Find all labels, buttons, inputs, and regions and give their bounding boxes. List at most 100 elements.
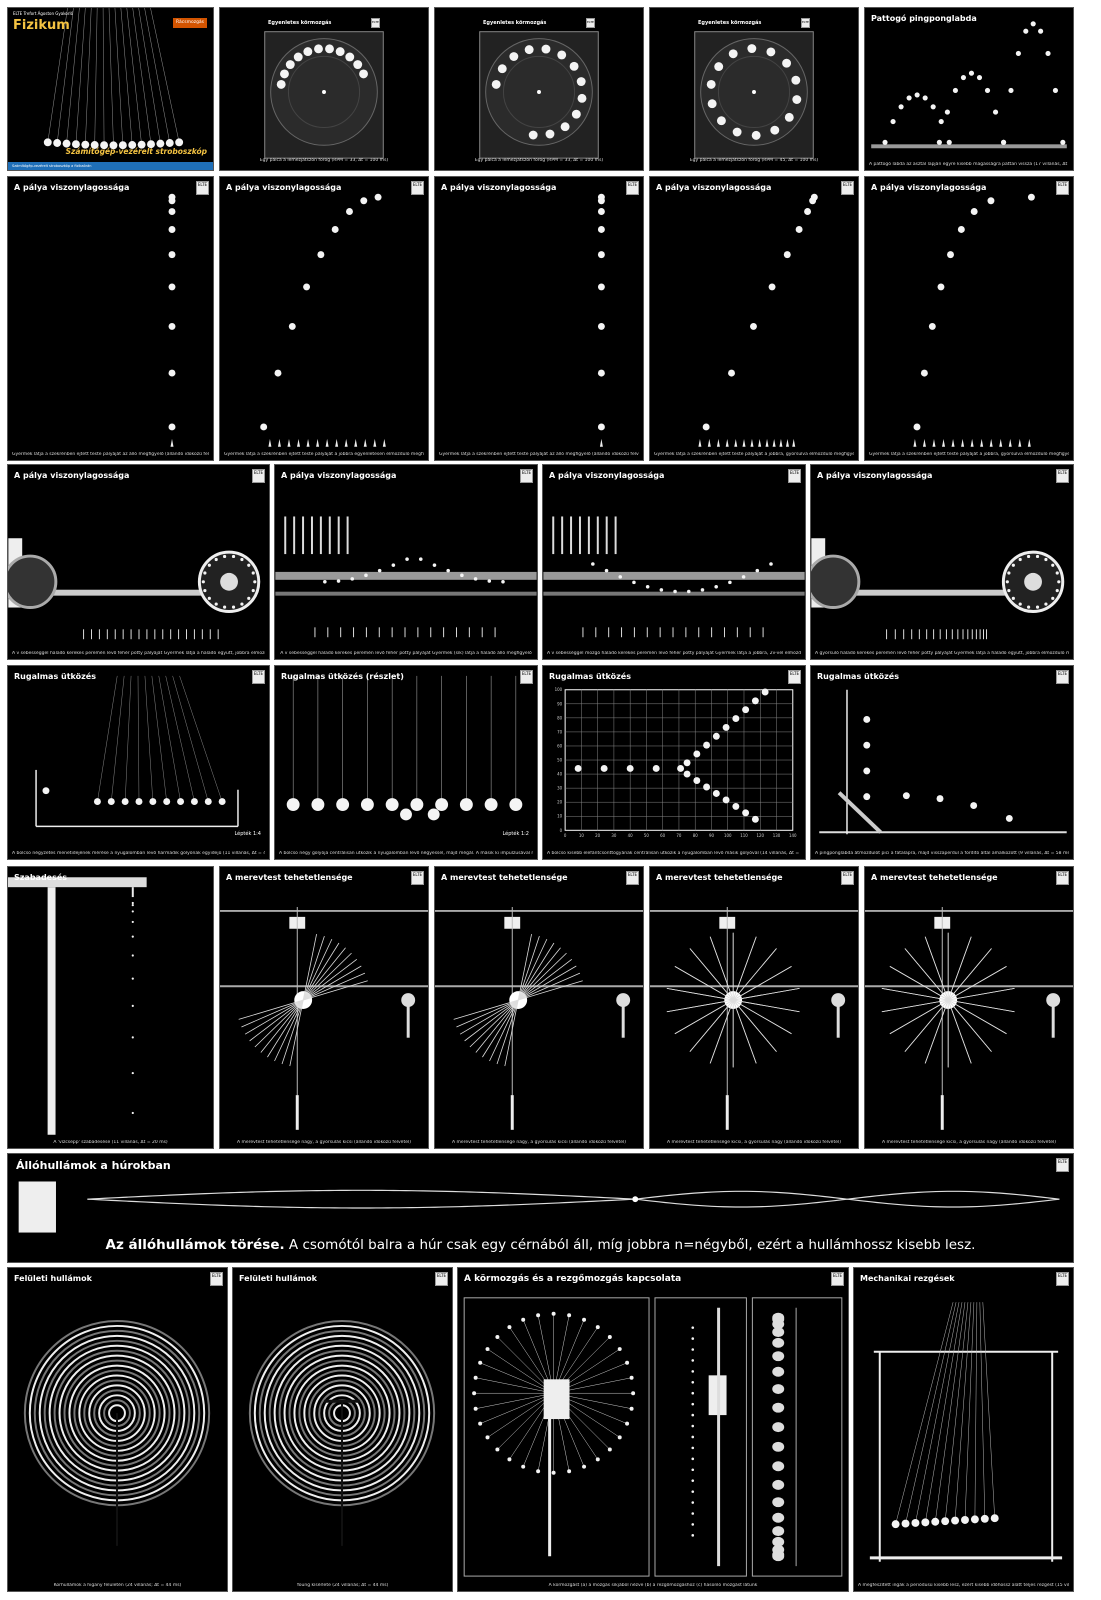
falling-ball [168,208,176,216]
orbit-ball [485,1435,490,1440]
pendulum-ball [53,139,62,147]
pendulum-string [935,1302,966,1522]
marker-arrow [716,438,720,447]
rail [22,589,221,596]
panel-title: A pálya viszonylagossága [871,183,987,192]
turntable-dot [714,62,724,72]
orbit-ball [617,1435,622,1440]
turntable-dot [491,79,501,89]
logo-icon: ELTE [626,871,639,885]
orbit-ball [551,1470,556,1475]
wave-description: Az állóhullámok törése. A csomótól balra… [8,1237,1073,1253]
falling-ball [168,322,176,330]
panel-title: Rugalmas ütközés [14,672,96,681]
logo-icon: ELTE [788,469,801,483]
oscillating-ball [772,1497,785,1508]
small-pulley [401,993,416,1008]
trace-dot [591,562,595,566]
wheel-dot [1027,605,1031,609]
turntable-dot [359,69,368,79]
falling-ball [168,197,176,205]
orbit-ball [473,1406,478,1411]
circular-oscillation-panel: A körmozgás és a rezgőmozgás kapcsolata … [457,1267,849,1592]
pingpong-panel: Rugalmas ütközés ELTE A pingponglabda át… [810,665,1074,860]
wheel-dot [1011,596,1015,600]
pendulum-string [954,1302,972,1521]
logo-icon: ELTE [1056,1158,1069,1172]
pingpong-ball [906,95,912,101]
falling-ball [957,226,965,233]
wheel-dot [1027,554,1031,559]
orbit-ball [536,1469,541,1474]
wheel-panel-1: A pálya viszonylagossága ELTE A v sebess… [7,464,270,660]
wheel-image [811,538,1065,640]
trace-dot [487,579,492,583]
orbit-ball [485,1347,490,1352]
turntable-dot [303,47,313,57]
panel-title: A merevtest tehetetlensége [441,873,568,882]
logo-icon: ELTE [1056,871,1069,885]
wheel-dot [1035,605,1040,609]
newton-cradle-image [286,675,523,821]
small-pulley [1046,993,1061,1008]
cradle-string [172,675,209,802]
turntable-dot [545,129,555,139]
school-name: ELTE Trefort Ágoston Gyakorló [13,11,74,16]
marker-arrow [277,438,281,447]
orbit-ball [478,1360,483,1365]
wheel-image [543,516,805,638]
trajectory-panel-5: A pálya viszonylagossága ELTE Gyermek lá… [864,176,1074,461]
marker-arrow [306,438,310,447]
oscillating-ball [772,1422,785,1433]
marker-arrow [922,438,926,447]
turntable-dot [325,44,334,54]
turntable-dot [280,69,289,79]
trajectory-panel-1: A pálya viszonylagossága ELTE Gyermek lá… [7,176,214,461]
scale-label: Lépték 1:2 [502,831,529,837]
panel-caption: A v sebességgel haladó kerekes peremén l… [12,651,265,656]
logo-icon: ELTE [196,181,209,195]
marker-arrow [170,438,174,447]
logo-icon: ELTE [841,871,854,885]
pendulum-ball [137,140,146,149]
logo-icon: ELTE [520,469,533,483]
wave-description-rest: A csomótól balra a húr csak egy cérnából… [284,1237,976,1253]
panel-caption: Young kísérlete (24 villanás; Δt = 44 ms… [296,1583,389,1588]
panel-caption: A pingponglabda átmozdulót pici a fatala… [815,851,1069,856]
radial-line [487,1393,554,1438]
marker-arrow [792,438,796,447]
pendulum-ball [970,1515,979,1524]
pendulum-string [964,1302,975,1520]
pingpong-ball [1052,87,1059,94]
wheel-dot [207,596,211,600]
orbit-ball [607,1335,612,1339]
panel-title: A pálya viszonylagossága [441,183,557,192]
collision-ball [703,741,711,749]
trace-dot [604,568,609,573]
oscillating-ball [772,1551,785,1562]
marker-arrow [373,438,377,447]
water-drop [131,1071,134,1075]
falling-ball [303,283,311,291]
pingpong-ball [863,793,871,801]
y-tick-label: 0 [560,828,563,833]
wheel-dot [207,563,211,567]
orbit-ball [631,1391,636,1396]
pendulum-string [944,1302,969,1522]
surface-wave-panel-2: Felületi hullámok ELTE Young kísérlete (… [232,1267,453,1592]
oscillating-ball [772,1461,785,1472]
stand-arm [8,877,147,888]
bouncing-ball-image [871,21,1067,149]
rail [275,571,537,580]
pendulum-string [974,1302,978,1520]
pingpong-ball [890,119,896,125]
pendulum-ball [961,1516,969,1524]
wheel-dot [1011,563,1015,567]
x-tick-label: 120 [756,833,764,838]
pendulum-ball [931,1517,940,1526]
wheel-hub [1024,572,1042,591]
falling-ball [947,251,954,259]
cradle-ball [410,798,424,811]
marker-arrow [363,438,367,447]
wheel-image [275,516,537,638]
